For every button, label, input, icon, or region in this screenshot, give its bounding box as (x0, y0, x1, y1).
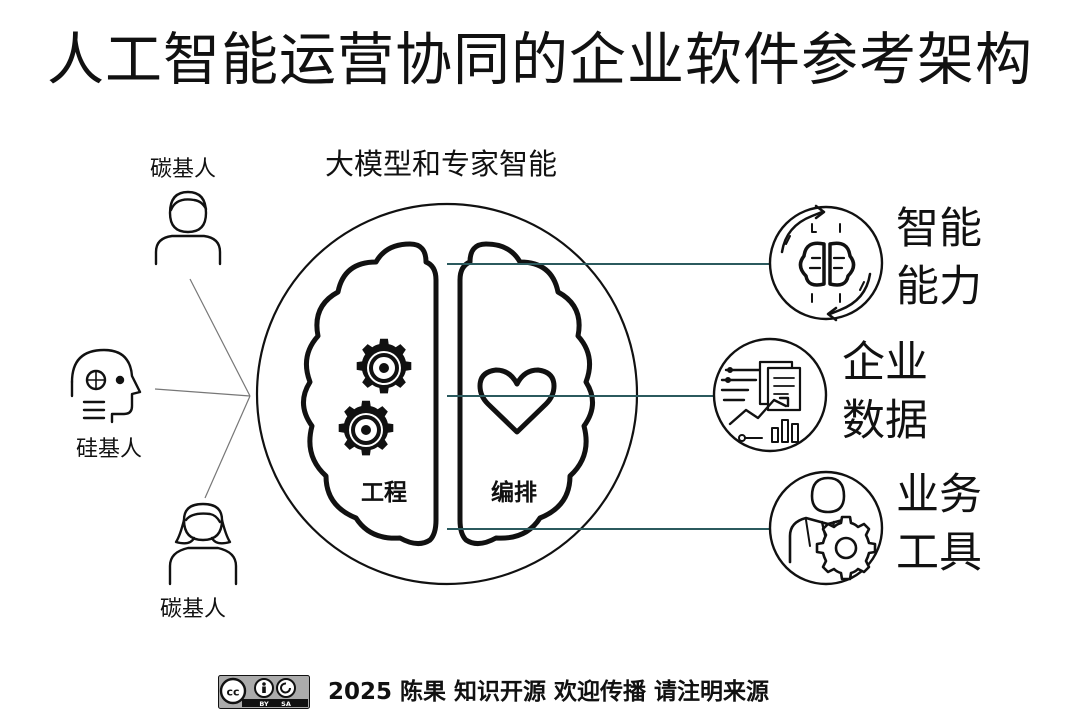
people-connectors (154, 278, 251, 499)
bottom-person-label: 碳基人 (160, 597, 227, 622)
businessman-gear-icon (768, 470, 884, 586)
capability-intelligence-line1: 智能 (896, 204, 982, 254)
person-female-icon (168, 502, 238, 586)
gear-top-icon (356, 338, 412, 394)
cc-sa-text: SA (281, 700, 291, 708)
capability-tools-line2: 工具 (896, 528, 982, 578)
left-hemisphere-outline (301, 241, 439, 546)
middle-person-label: 硅基人 (76, 437, 143, 462)
page-title: 人工智能运营协同的企业软件参考架构 (47, 27, 1033, 93)
connector-middle-person (154, 388, 251, 397)
capability-connectors (447, 263, 790, 530)
capability-data-line2: 数据 (842, 396, 928, 446)
person-male-icon (154, 190, 222, 266)
data-analytics-icon (712, 337, 828, 453)
connector-bottom-person (204, 395, 251, 499)
brain-subtitle: 大模型和专家智能 (325, 147, 558, 181)
right-hemisphere-label: 编排 (491, 479, 537, 506)
left-hemisphere-label: 工程 (361, 480, 407, 506)
right-hemisphere-outline (457, 241, 595, 546)
brain-cycle-icon (768, 204, 884, 322)
connector-top-person (189, 278, 251, 397)
gear-bottom-icon (338, 400, 394, 456)
svg-text:cc: cc (226, 686, 239, 699)
capability-tools-line1: 业务 (896, 470, 982, 520)
cc-by-sa-license-badge: cc BY SA (218, 675, 310, 709)
cc-by-text: BY (259, 700, 269, 708)
brain-circle (255, 202, 639, 586)
heart-icon (477, 367, 557, 435)
capability-intelligence-line2: 能力 (896, 262, 982, 312)
footer-copyright-text: 2025 陈果 知识开源 欢迎传播 请注明来源 (328, 679, 770, 705)
capability-data-line1: 企业 (842, 338, 928, 388)
top-person-label: 碳基人 (150, 157, 217, 182)
robot-head-icon (70, 348, 142, 424)
footer: cc BY SA 2025 陈果 知识开源 欢迎传播 请注明来源 (0, 672, 1080, 714)
